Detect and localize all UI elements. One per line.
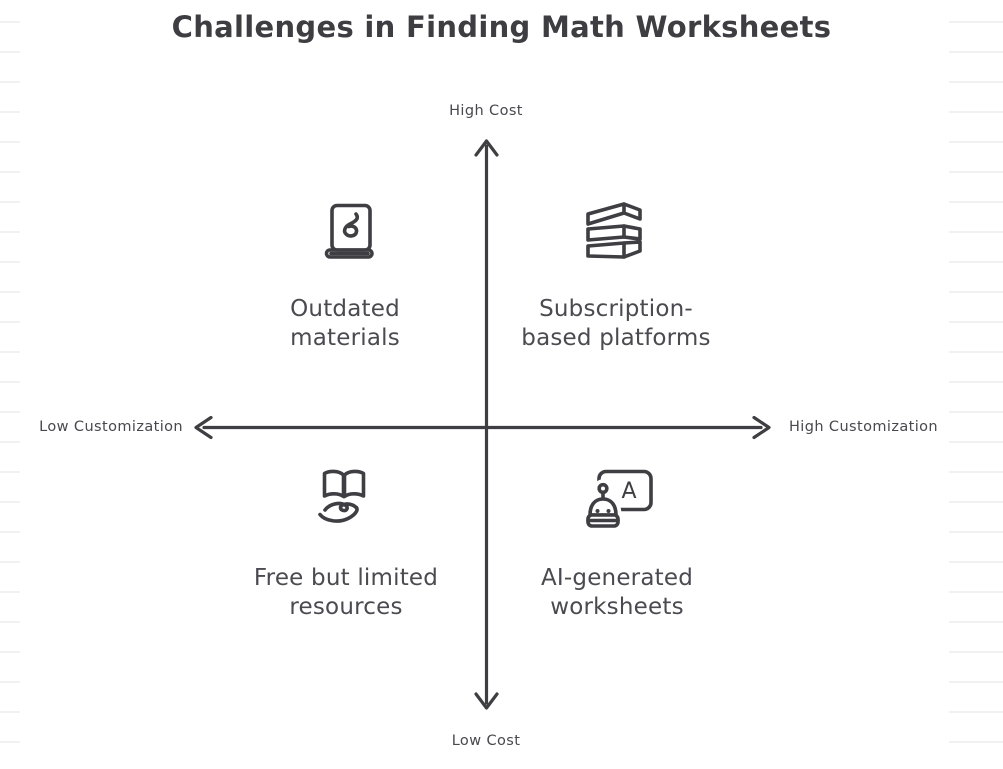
notebook-ruling-right	[949, 0, 1003, 769]
label-line: materials	[290, 325, 400, 351]
page-title: Challenges in Finding Math Worksheets	[171, 10, 832, 44]
label-line: based platforms	[521, 325, 711, 351]
arrow-up-icon	[474, 139, 499, 157]
stacked-layers-icon	[586, 202, 642, 259]
arrow-right-icon	[752, 415, 771, 440]
axis-label-low-cost: Low Cost	[451, 733, 521, 749]
arrow-down-icon	[474, 692, 499, 710]
label-line: Outdated	[290, 296, 400, 322]
arrow-left-icon	[194, 415, 213, 440]
label-line: AI-generated	[540, 565, 694, 591]
quadrant-label-outdated-materials: Outdated materials	[290, 295, 400, 353]
quadrant-label-ai-generated-worksheets: AI-generated worksheets	[541, 564, 693, 622]
board-letter: A	[621, 479, 636, 504]
notebook-ruling-left	[0, 0, 20, 769]
axis-label-low-customization: Low Customization	[39, 419, 183, 435]
label-line: Subscription-	[539, 296, 693, 322]
label-line: resources	[289, 594, 403, 620]
label-line: worksheets	[550, 594, 684, 620]
hand-holding-open-book-icon	[318, 469, 366, 523]
axis-label-high-customization: High Customization	[789, 419, 938, 435]
quadrant-label-free-limited-resources: Free but limited resources	[254, 564, 438, 622]
axis-label-high-cost: High Cost	[449, 103, 523, 119]
robot-with-board-icon: A	[582, 469, 653, 532]
label-line: Free but limited	[253, 565, 439, 591]
closed-book-icon	[324, 203, 374, 259]
quadrant-label-subscription-platforms: Subscription- based platforms	[521, 295, 710, 353]
